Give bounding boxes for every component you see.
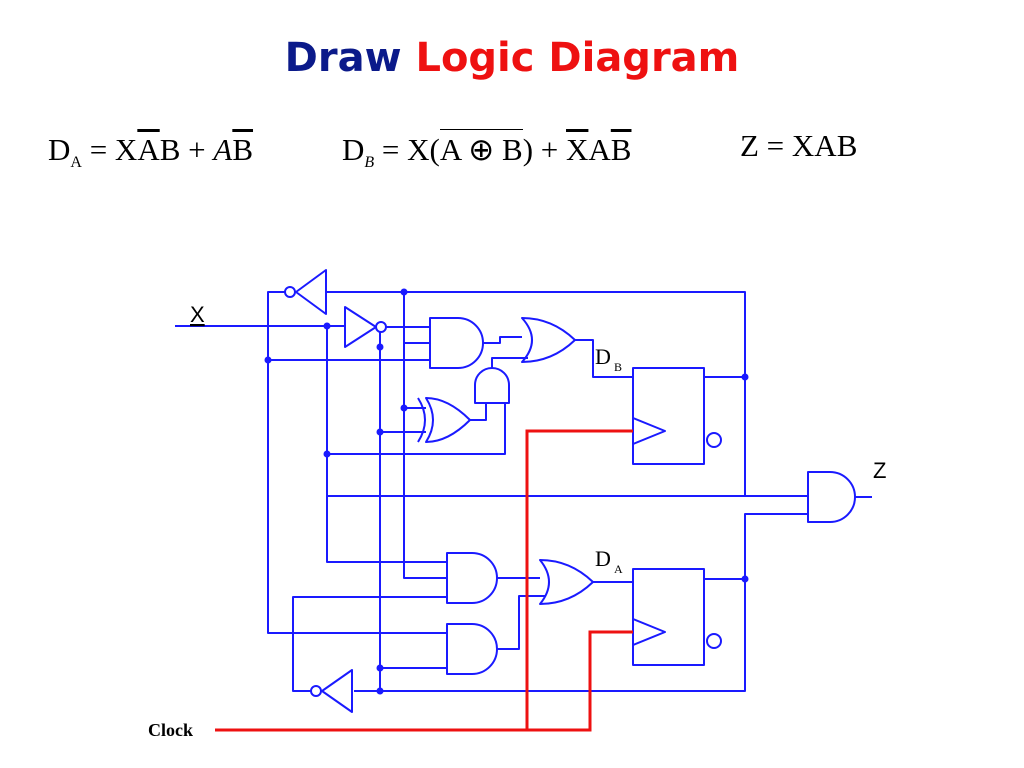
wire-b-to-z xyxy=(326,291,808,497)
db-label: D xyxy=(595,344,611,369)
circuit-wires xyxy=(175,269,872,713)
junction-dot xyxy=(376,343,384,351)
and-gate-1 xyxy=(429,317,484,369)
junction-dot xyxy=(400,288,408,296)
wire-abar-to-and3 xyxy=(292,596,447,692)
junction-dot xyxy=(264,356,272,364)
eq-db-close: ) xyxy=(522,132,534,167)
bottom-inverter-bubble xyxy=(310,685,322,697)
eq-da-sub: A xyxy=(70,154,82,171)
eq-db-rhs: = X( xyxy=(381,132,440,167)
eq-da-b: B xyxy=(159,132,181,167)
or-gate-db xyxy=(521,317,576,363)
and-gate-4 xyxy=(446,623,498,675)
flip-flop-a-clock-marker xyxy=(632,618,666,646)
junction-dot xyxy=(376,664,384,672)
top-inverter-bubble xyxy=(284,286,296,298)
junction-dot xyxy=(323,322,331,330)
junction-dot xyxy=(323,450,331,458)
wire-xor-to-and2 xyxy=(470,403,487,421)
or-gate-da xyxy=(539,559,594,605)
clock-label: Clock xyxy=(148,720,193,740)
wire-and2-to-or1 xyxy=(491,357,528,368)
x-inverter-bubble xyxy=(375,321,387,333)
junction-dot xyxy=(376,687,384,695)
eq-da-lhs: D xyxy=(48,132,71,167)
eq-da-abar: A xyxy=(137,132,160,167)
wire-clock-to-ffb xyxy=(215,429,633,732)
eq-da-rhs: = X xyxy=(89,132,138,167)
z-output-label: Z xyxy=(873,458,886,483)
eq-db-bbar: B xyxy=(610,132,632,167)
equation-da: DA = XAB + AB xyxy=(48,128,253,185)
xor-input-arc xyxy=(417,397,426,443)
wire-and4-to-or2 xyxy=(497,595,545,650)
title-word-logic-diagram: Logic Diagram xyxy=(415,35,740,81)
wire-clock-to-ffa xyxy=(527,630,633,732)
da-label: D xyxy=(595,546,611,571)
flip-flop-b-qbar-bubble xyxy=(706,432,722,448)
wire-a-bus xyxy=(403,292,447,579)
junction-dot xyxy=(400,404,408,412)
eq-db-xor: A ⊕ B xyxy=(439,129,523,167)
eq-db-xbar: X xyxy=(566,132,589,167)
x-inverter xyxy=(344,306,377,348)
wire-bbar-bus xyxy=(267,291,447,634)
eq-db-a: A xyxy=(588,132,611,167)
equation-z: Z = XAB xyxy=(740,128,858,163)
eq-db-lhs: D xyxy=(342,132,365,167)
wire-x-bus xyxy=(326,326,447,563)
junction-dot xyxy=(376,428,384,436)
x-input-label: X xyxy=(190,302,205,327)
equation-db: DB = X(A ⊕ B) + XAB xyxy=(342,128,631,185)
clock-wires xyxy=(215,429,633,732)
db-label-sub: B xyxy=(614,360,622,374)
flip-flop-a-qbar-bubble xyxy=(706,633,722,649)
junction-dots xyxy=(264,288,749,695)
eq-db-plus: + xyxy=(533,132,567,167)
wire-a-to-z xyxy=(744,513,808,579)
junction-dot xyxy=(741,373,749,381)
da-label-sub: A xyxy=(614,562,623,576)
title-word-draw: Draw xyxy=(284,35,402,81)
eq-da-bbar: B xyxy=(232,132,254,167)
wire-and1-to-or1 xyxy=(483,336,522,344)
and-gate-z xyxy=(807,471,856,523)
eq-db-sub: B xyxy=(364,154,375,171)
and-gate-3 xyxy=(446,552,498,604)
eq-da-a: A xyxy=(213,132,233,167)
eq-da-plus: + xyxy=(180,132,214,167)
wire-qa-feedback xyxy=(354,578,746,692)
flip-flop-a xyxy=(632,568,705,666)
page-title: Draw Logic Diagram xyxy=(0,28,1024,88)
top-inverter xyxy=(295,269,327,315)
flip-flop-b-clock-marker xyxy=(632,417,666,445)
bottom-inverter xyxy=(321,669,353,713)
junction-dot xyxy=(741,575,749,583)
wire-or1-to-ffb xyxy=(575,339,633,378)
xor-gate xyxy=(425,397,471,443)
and-gate-2 xyxy=(474,367,510,404)
wire-x-to-and2 xyxy=(327,403,506,455)
flip-flop-b xyxy=(632,367,705,465)
